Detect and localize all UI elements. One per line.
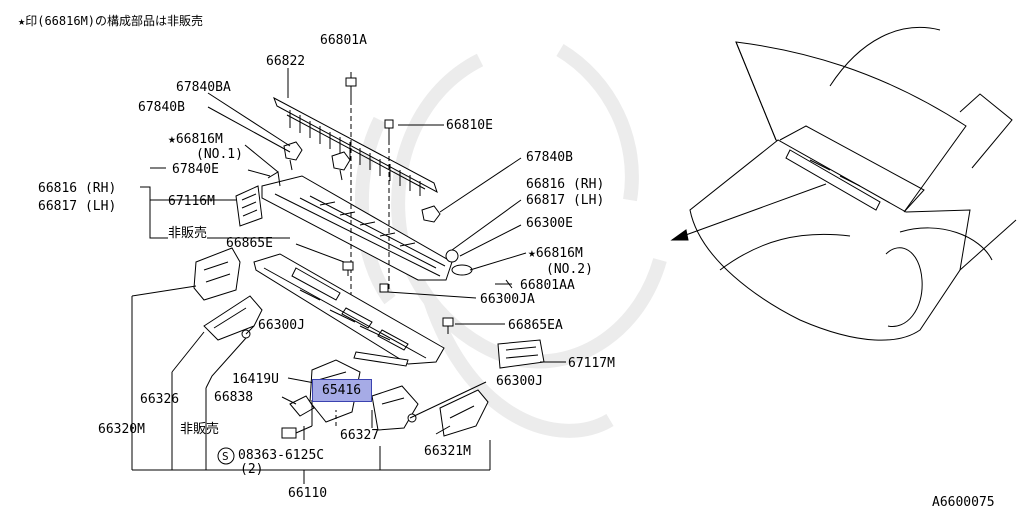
- label-08363-qty: (2): [240, 462, 264, 477]
- label-66822[interactable]: 66822: [266, 54, 306, 69]
- label-67840b-right[interactable]: 67840B: [526, 150, 573, 165]
- label-66816-rh-right[interactable]: 66816 (RH): [526, 177, 605, 192]
- part-16419u-rod: [353, 351, 409, 367]
- clip-67840b-mid: [331, 151, 351, 181]
- diagram-id: A6600075: [932, 495, 995, 510]
- label-65416[interactable]: 65416: [322, 383, 362, 398]
- label-66300ja[interactable]: 66300JA: [480, 292, 535, 307]
- s-symbol: S: [222, 450, 229, 463]
- label-66321m[interactable]: 66321M: [424, 444, 471, 459]
- label-66300j-right[interactable]: 66300J: [496, 374, 543, 389]
- grommet-no2: [451, 264, 473, 276]
- label-hihanbai-2: 非販売: [180, 422, 220, 437]
- label-hihanbai-1: 非販売: [168, 226, 208, 241]
- part-66822-strip: [273, 96, 438, 196]
- label-67840e[interactable]: 67840E: [172, 162, 219, 177]
- highlight-65416[interactable]: [312, 379, 372, 402]
- label-66300j-left[interactable]: 66300J: [258, 318, 305, 333]
- part-66327: [371, 385, 419, 431]
- part-66321m: [439, 389, 489, 437]
- label-66865ea[interactable]: 66865EA: [508, 318, 563, 333]
- bolt-08363: [281, 425, 313, 439]
- locator-arrow: [670, 183, 827, 241]
- bolt-66801a: [345, 77, 357, 100]
- label-66326[interactable]: 66326: [140, 392, 180, 407]
- cap-66865ea: [442, 317, 454, 334]
- label-67840ba[interactable]: 67840BA: [176, 80, 231, 95]
- label-66816m-no2[interactable]: ★66816M: [528, 246, 583, 261]
- label-66816m-no1-sub: (NO.1): [196, 147, 243, 162]
- s-circle-ring: [217, 447, 235, 465]
- label-66817-lh-right[interactable]: 66817 (LH): [526, 193, 605, 208]
- label-66838[interactable]: 66838: [214, 390, 254, 405]
- label-66320m[interactable]: 66320M: [98, 422, 145, 437]
- clip-66300ja: [379, 283, 389, 293]
- part-66816-panel: [261, 171, 453, 281]
- grommet-66300e: [445, 249, 459, 263]
- label-67117m[interactable]: 67117M: [568, 356, 615, 371]
- label-16419u[interactable]: 16419U: [232, 372, 279, 387]
- part-67117m: [497, 339, 545, 369]
- part-67116m: [235, 185, 263, 227]
- label-66801aa[interactable]: 66801AA: [520, 278, 575, 293]
- label-66816m-no1[interactable]: ★66816M: [168, 132, 223, 147]
- label-66816-rh-left[interactable]: 66816 (RH): [38, 181, 117, 196]
- clip-67840b-left: [283, 141, 303, 171]
- clip-67840b-right: [421, 205, 441, 223]
- vehicle-illustration: [689, 26, 1017, 341]
- label-66327[interactable]: 66327: [340, 428, 380, 443]
- part-66320m: [193, 247, 241, 301]
- label-66300e[interactable]: 66300E: [526, 216, 573, 231]
- label-66817-lh-left[interactable]: 66817 (LH): [38, 199, 117, 214]
- label-66816m-no2-sub: (NO.2): [546, 262, 593, 277]
- label-66865e[interactable]: 66865E: [226, 236, 273, 251]
- label-08363-6125c[interactable]: 08363-6125C: [238, 448, 325, 463]
- clip-66810e: [384, 119, 394, 140]
- label-66810e[interactable]: 66810E: [446, 118, 493, 133]
- cap-66865e: [342, 261, 354, 276]
- part-66110-tray: [253, 253, 445, 365]
- note-text: ★印(66816M)の構成部品は非販売: [18, 14, 204, 28]
- label-66110[interactable]: 66110: [288, 486, 328, 501]
- part-66838: [289, 395, 315, 417]
- part-66326: [203, 295, 263, 341]
- label-67116m[interactable]: 67116M: [168, 194, 215, 209]
- label-67840b-left[interactable]: 67840B: [138, 100, 185, 115]
- label-66801a[interactable]: 66801A: [320, 33, 367, 48]
